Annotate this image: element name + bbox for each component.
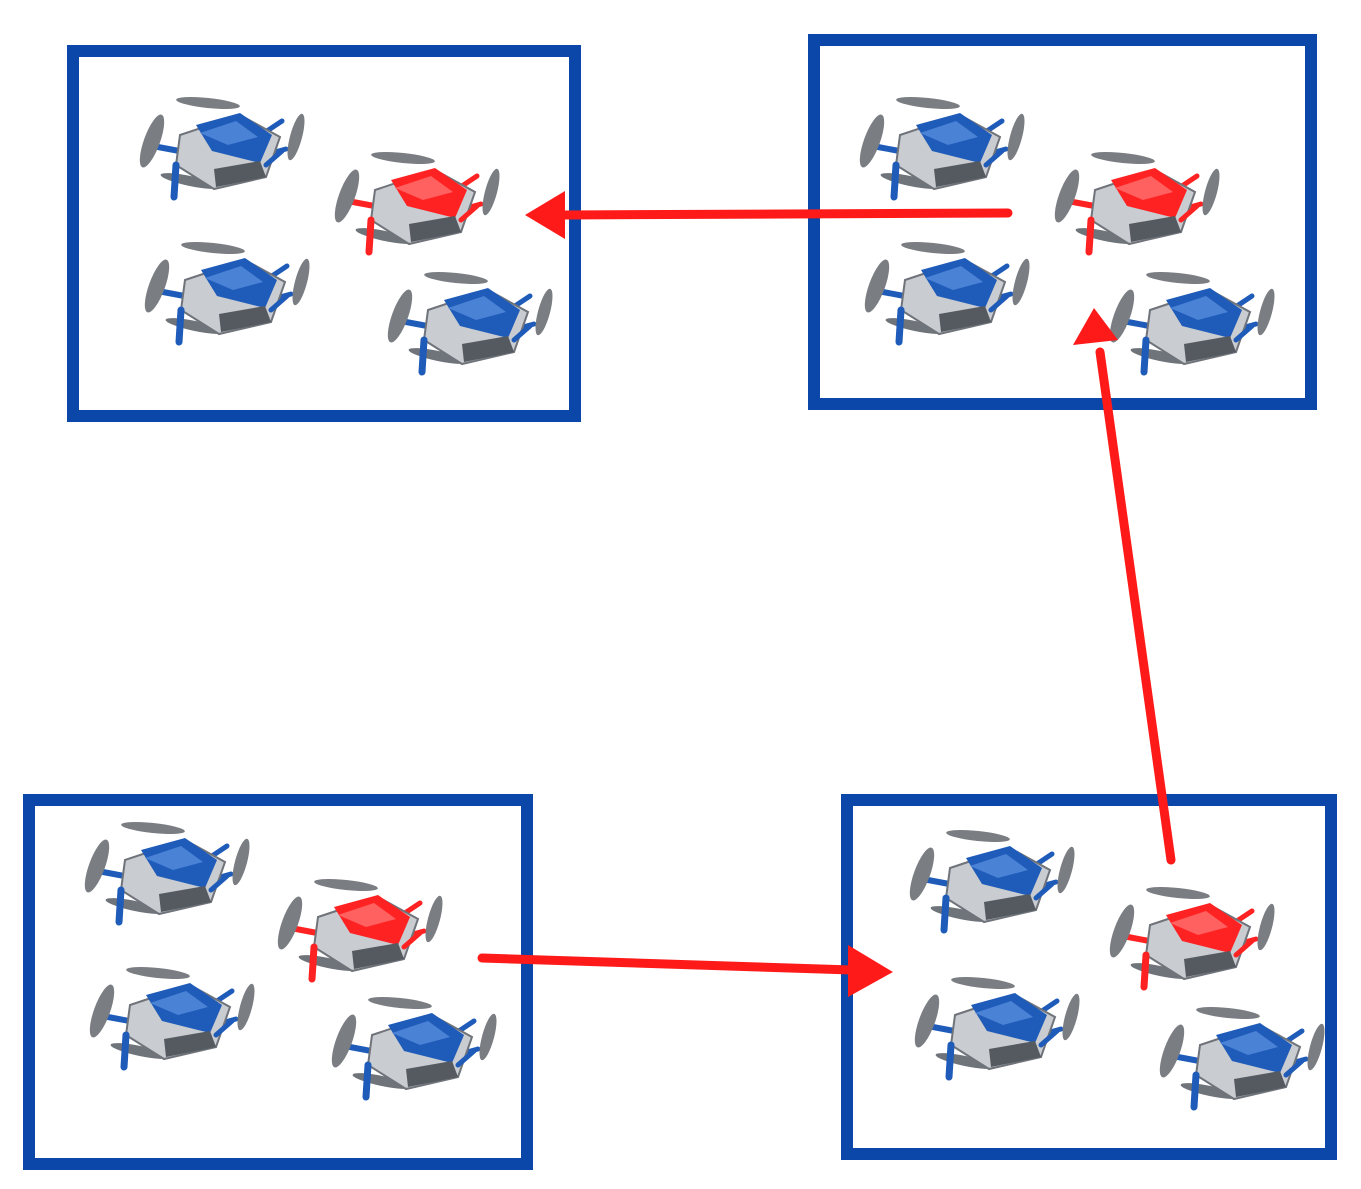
red-transition-arrow	[525, 191, 1013, 239]
swarm-top-right	[808, 34, 1317, 410]
quadcopter-drone-icon	[80, 820, 253, 922]
quadcopter-drone-icon	[910, 975, 1083, 1077]
swarm-frame	[67, 45, 581, 422]
quadcopter-drone-icon	[855, 95, 1028, 197]
quadcopter-drone-icon	[1050, 150, 1223, 252]
quadcopter-drone-icon	[905, 828, 1078, 930]
quadcopter-drone-icon	[135, 95, 308, 197]
swarm-top-left	[67, 45, 581, 422]
swarm-frame	[23, 794, 533, 1170]
quadcopter-drone-icon	[1105, 270, 1278, 372]
quadcopter-drone-icon	[140, 240, 313, 342]
quadcopter-drone-icon	[383, 270, 556, 372]
swarm-frame	[808, 34, 1317, 410]
swarm-bottom-left	[23, 794, 533, 1170]
red-transition-arrow	[477, 945, 893, 997]
quadcopter-drone-icon	[1105, 885, 1278, 987]
quadcopter-drone-icon	[85, 965, 258, 1067]
red-transition-arrow	[1073, 308, 1176, 865]
quadcopter-drone-icon	[327, 995, 500, 1097]
quadcopter-drone-icon	[860, 240, 1033, 342]
swarm-frame	[841, 794, 1337, 1160]
quadcopter-drone-icon	[273, 877, 446, 979]
quadcopter-drone-icon	[330, 150, 503, 252]
swarm-bottom-right	[841, 794, 1337, 1160]
quadcopter-drone-icon	[1155, 1005, 1328, 1107]
